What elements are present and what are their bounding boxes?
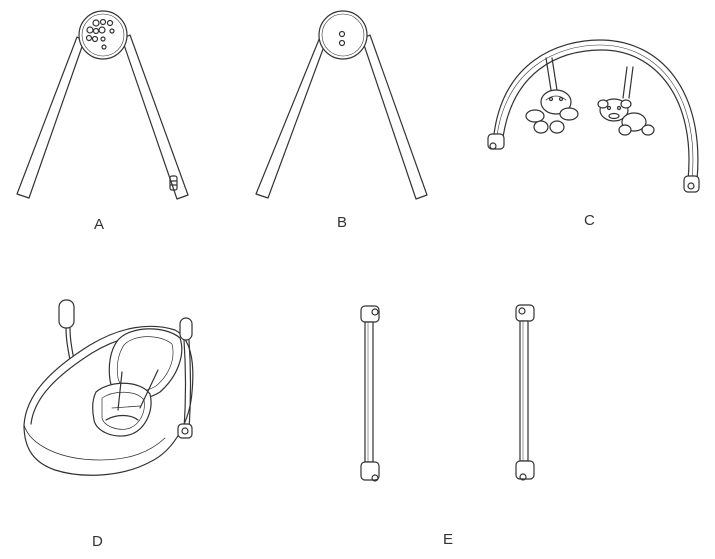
part-a-swing-frame: [16, 10, 189, 200]
part-d-headrest: [108, 328, 183, 400]
part-c-label: C: [584, 212, 595, 229]
part-c-turtle-toy: [525, 57, 579, 134]
part-d-left-upright: [58, 299, 77, 371]
part-c-left-clip: [487, 133, 505, 150]
part-b-hub: [318, 10, 368, 60]
part-b-label: B: [337, 214, 348, 231]
part-d-harness: [105, 369, 159, 421]
part-d-right-upright: [177, 317, 193, 439]
part-a-label: A: [94, 216, 105, 233]
part-c-right-clip: [683, 175, 700, 193]
part-e-rod-right: [515, 304, 535, 481]
part-e-rod-left: [360, 305, 380, 482]
part-b-right-leg: [361, 34, 428, 200]
part-b-swing-frame: [255, 10, 428, 200]
part-d-seat-pad: [92, 382, 152, 437]
part-c-arch: [492, 39, 699, 181]
part-a-control-hub: [78, 10, 128, 60]
part-b-left-leg: [255, 36, 327, 199]
part-a-right-leg: [121, 34, 189, 200]
part-d-label: D: [92, 533, 103, 550]
part-c-cow-toy: [597, 66, 655, 136]
part-e-rods: [360, 304, 535, 482]
part-d-seat: [23, 299, 194, 476]
part-a-left-leg: [16, 36, 85, 199]
part-e-label: E: [443, 531, 454, 548]
part-c-toy-bar: [487, 39, 700, 193]
